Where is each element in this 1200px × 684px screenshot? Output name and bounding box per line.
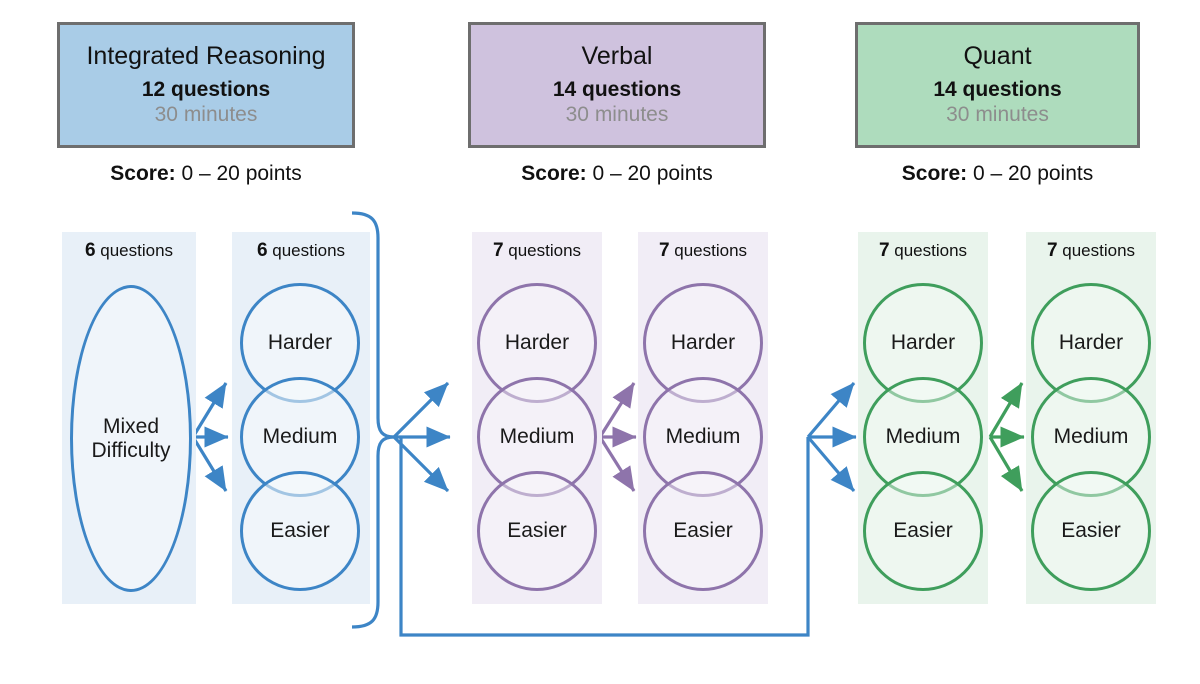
section-question-count: 14 questions bbox=[933, 78, 1062, 102]
caption-count: 6 bbox=[256, 240, 268, 261]
node-label: Harder bbox=[504, 331, 570, 355]
node-label: Medium bbox=[665, 425, 741, 449]
node-quant-col1-easier[interactable]: Easier bbox=[863, 471, 983, 591]
score-value: 0 – 20 points bbox=[181, 162, 302, 185]
caption-verbal-col2: 7 questions bbox=[638, 240, 768, 262]
section-header-quant: Quant 14 questions 30 minutes bbox=[855, 22, 1140, 148]
node-label: Easier bbox=[270, 519, 330, 543]
section-score-integrated-reasoning: Score: 0 – 20 points bbox=[57, 162, 355, 186]
arrows-quant-col1-to-col2 bbox=[988, 382, 1025, 492]
caption-ir-col1: 6 questions bbox=[62, 240, 196, 262]
section-duration: 30 minutes bbox=[154, 103, 258, 127]
score-label: Score: bbox=[521, 162, 587, 185]
score-value: 0 – 20 points bbox=[972, 162, 1094, 185]
caption-count: 6 bbox=[84, 240, 96, 261]
caption-quant-col2: 7 questions bbox=[1026, 240, 1156, 262]
section-title: Integrated Reasoning bbox=[86, 41, 326, 70]
score-label: Score: bbox=[110, 162, 176, 185]
node-quant-col1-harder[interactable]: Harder bbox=[863, 283, 983, 403]
node-verbal-col2-medium[interactable]: Medium bbox=[643, 377, 763, 497]
caption-count: 7 bbox=[492, 240, 504, 261]
node-label: Easier bbox=[1061, 519, 1121, 543]
node-label: Medium bbox=[262, 425, 338, 449]
arrows-ir-to-quant-levels bbox=[806, 381, 857, 493]
caption-ir-col2: 6 questions bbox=[232, 240, 370, 262]
caption-count: 7 bbox=[658, 240, 670, 261]
arrows-ir-to-verbal-levels bbox=[392, 381, 451, 493]
node-label: Harder bbox=[267, 331, 333, 355]
section-question-count: 12 questions bbox=[141, 78, 271, 102]
node-label: Medium bbox=[499, 425, 575, 449]
section-score-verbal: Score: 0 – 20 points bbox=[468, 162, 766, 186]
score-value: 0 – 20 points bbox=[592, 162, 713, 185]
section-duration: 30 minutes bbox=[946, 103, 1049, 127]
section-title: Verbal bbox=[581, 41, 653, 70]
arrows-verbal-col1-to-col2 bbox=[598, 382, 637, 492]
node-label: Medium bbox=[885, 425, 961, 449]
node-verbal-col1-easier[interactable]: Easier bbox=[477, 471, 597, 591]
section-question-count: 14 questions bbox=[552, 78, 682, 102]
section-header-integrated-reasoning: Integrated Reasoning 12 questions 30 min… bbox=[57, 22, 355, 148]
caption-count: 7 bbox=[878, 240, 890, 261]
caption-quant-col1: 7 questions bbox=[858, 240, 988, 262]
section-score-quant: Score: 0 – 20 points bbox=[855, 162, 1140, 186]
section-duration: 30 minutes bbox=[565, 103, 669, 127]
arrows-ir-mixed-to-levels bbox=[191, 382, 229, 492]
caption-verbal-col1: 7 questions bbox=[472, 240, 602, 262]
node-label: Harder bbox=[670, 331, 736, 355]
section-header-verbal: Verbal 14 questions 30 minutes bbox=[468, 22, 766, 148]
caption-count: 7 bbox=[1046, 240, 1058, 261]
node-label: Harder bbox=[890, 331, 956, 355]
node-label: Easier bbox=[673, 519, 733, 543]
node-verbal-col1-medium[interactable]: Medium bbox=[477, 377, 597, 497]
caption-word: questions bbox=[674, 241, 748, 260]
node-label: Easier bbox=[893, 519, 953, 543]
node-label: Medium bbox=[1053, 425, 1129, 449]
section-title: Quant bbox=[963, 41, 1032, 70]
caption-word: questions bbox=[272, 241, 346, 260]
node-ir-mixed-difficulty[interactable]: Mixed Difficulty bbox=[70, 285, 192, 592]
score-label: Score: bbox=[901, 162, 968, 185]
caption-word: questions bbox=[508, 241, 582, 260]
node-quant-col2-easier[interactable]: Easier bbox=[1031, 471, 1151, 591]
node-label-line2: Difficulty bbox=[91, 438, 171, 462]
node-label: Easier bbox=[507, 519, 567, 543]
node-label: Harder bbox=[1058, 331, 1124, 355]
caption-word: questions bbox=[1062, 241, 1136, 260]
caption-word: questions bbox=[894, 241, 968, 260]
node-verbal-col2-easier[interactable]: Easier bbox=[643, 471, 763, 591]
caption-word: questions bbox=[100, 241, 174, 260]
node-ir-col2-easier[interactable]: Easier bbox=[240, 471, 360, 591]
node-label-line1: Mixed bbox=[102, 414, 160, 438]
